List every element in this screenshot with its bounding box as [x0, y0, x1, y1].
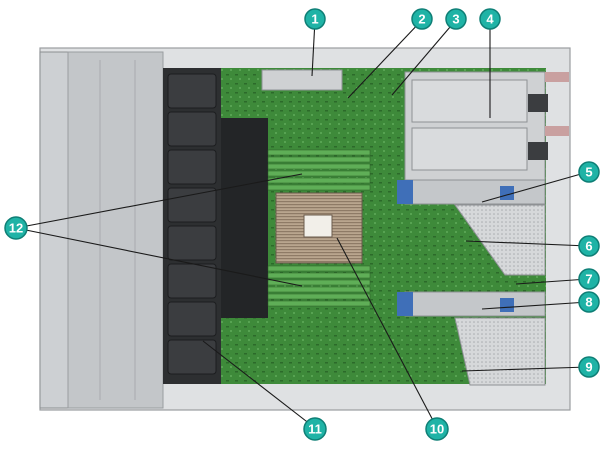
callout-8-label: 8 [585, 295, 592, 310]
processor-heatsink [275, 192, 363, 264]
air-baffle [221, 118, 268, 318]
callout-4-label: 4 [486, 12, 494, 27]
rear-grille-upper [454, 204, 546, 276]
callout-2-label: 2 [418, 12, 425, 27]
callout-1-label: 1 [311, 12, 318, 27]
fans [167, 73, 217, 375]
callout-7-label: 7 [585, 272, 592, 287]
dimm-bank-lower [267, 265, 371, 307]
leader-lines [15, 19, 589, 429]
callout-12-label: 12 [9, 221, 23, 236]
callout-5: 5 [578, 161, 600, 183]
callout-3: 3 [445, 8, 467, 30]
front-drive-bay [39, 51, 69, 409]
power-supply-1 [411, 79, 528, 123]
callout-10-label: 10 [430, 422, 444, 437]
riser-cage-lower [404, 291, 546, 317]
callout-10: 10 [425, 417, 449, 441]
callout-11: 11 [303, 417, 327, 441]
callout-12: 12 [4, 216, 28, 240]
callout-5-label: 5 [585, 165, 592, 180]
callout-8: 8 [578, 291, 600, 313]
callout-1: 1 [304, 8, 326, 30]
dimm-bank-upper [267, 149, 371, 191]
callout-9-label: 9 [585, 360, 592, 375]
callout-3-label: 3 [452, 12, 459, 27]
callout-2: 2 [411, 8, 433, 30]
callout-9: 9 [578, 356, 600, 378]
callout-6-label: 6 [585, 239, 592, 254]
callout-6: 6 [578, 235, 600, 257]
riser-cage-upper [404, 179, 546, 205]
power-supply-2 [411, 127, 528, 171]
front-bezel [67, 51, 164, 409]
rear-grille-lower [454, 317, 546, 386]
callout-11-label: 11 [308, 422, 322, 437]
callout-7: 7 [578, 268, 600, 290]
callout-4: 4 [479, 8, 501, 30]
